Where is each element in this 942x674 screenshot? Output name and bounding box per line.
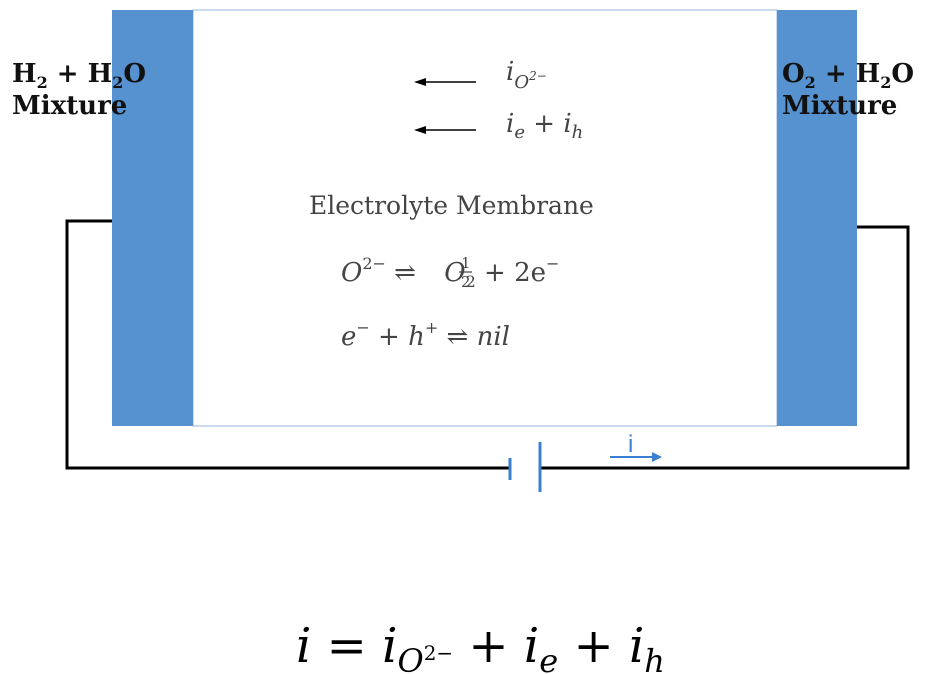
cathode-electrode xyxy=(777,10,857,426)
circuit-wire-right xyxy=(540,225,910,470)
electron-hole-equation: e− + h+ ⇌ nil xyxy=(341,318,510,352)
current-label: i xyxy=(628,431,633,458)
total-current-equation: i = iO2− + ie + ih xyxy=(296,618,665,674)
left-gas-label: H2 + H2O xyxy=(12,59,146,92)
oxide-flux-arrow-head xyxy=(414,78,426,86)
oxide-equilibrium-equation: O2− ⇌ O2 + 2e− xyxy=(341,254,559,291)
circuit-wire xyxy=(65,219,510,470)
current-arrow-head xyxy=(652,452,662,462)
oxide-current-label: iO2− xyxy=(506,57,547,93)
anode-electrode xyxy=(112,10,193,426)
electrolyte-membrane xyxy=(192,9,778,427)
fraction-denominator: 2 xyxy=(461,273,471,291)
membrane-title: Electrolyte Membrane xyxy=(309,191,594,220)
electronic-flux-arrow-head xyxy=(414,126,426,134)
fraction-numerator: 1 xyxy=(461,254,471,272)
right-gas-label: O2 + H2O xyxy=(782,59,914,92)
electronic-current-label: ie + ih xyxy=(506,109,583,143)
left-mixture-label: Mixture xyxy=(12,91,127,121)
right-mixture-label: Mixture xyxy=(782,91,897,121)
